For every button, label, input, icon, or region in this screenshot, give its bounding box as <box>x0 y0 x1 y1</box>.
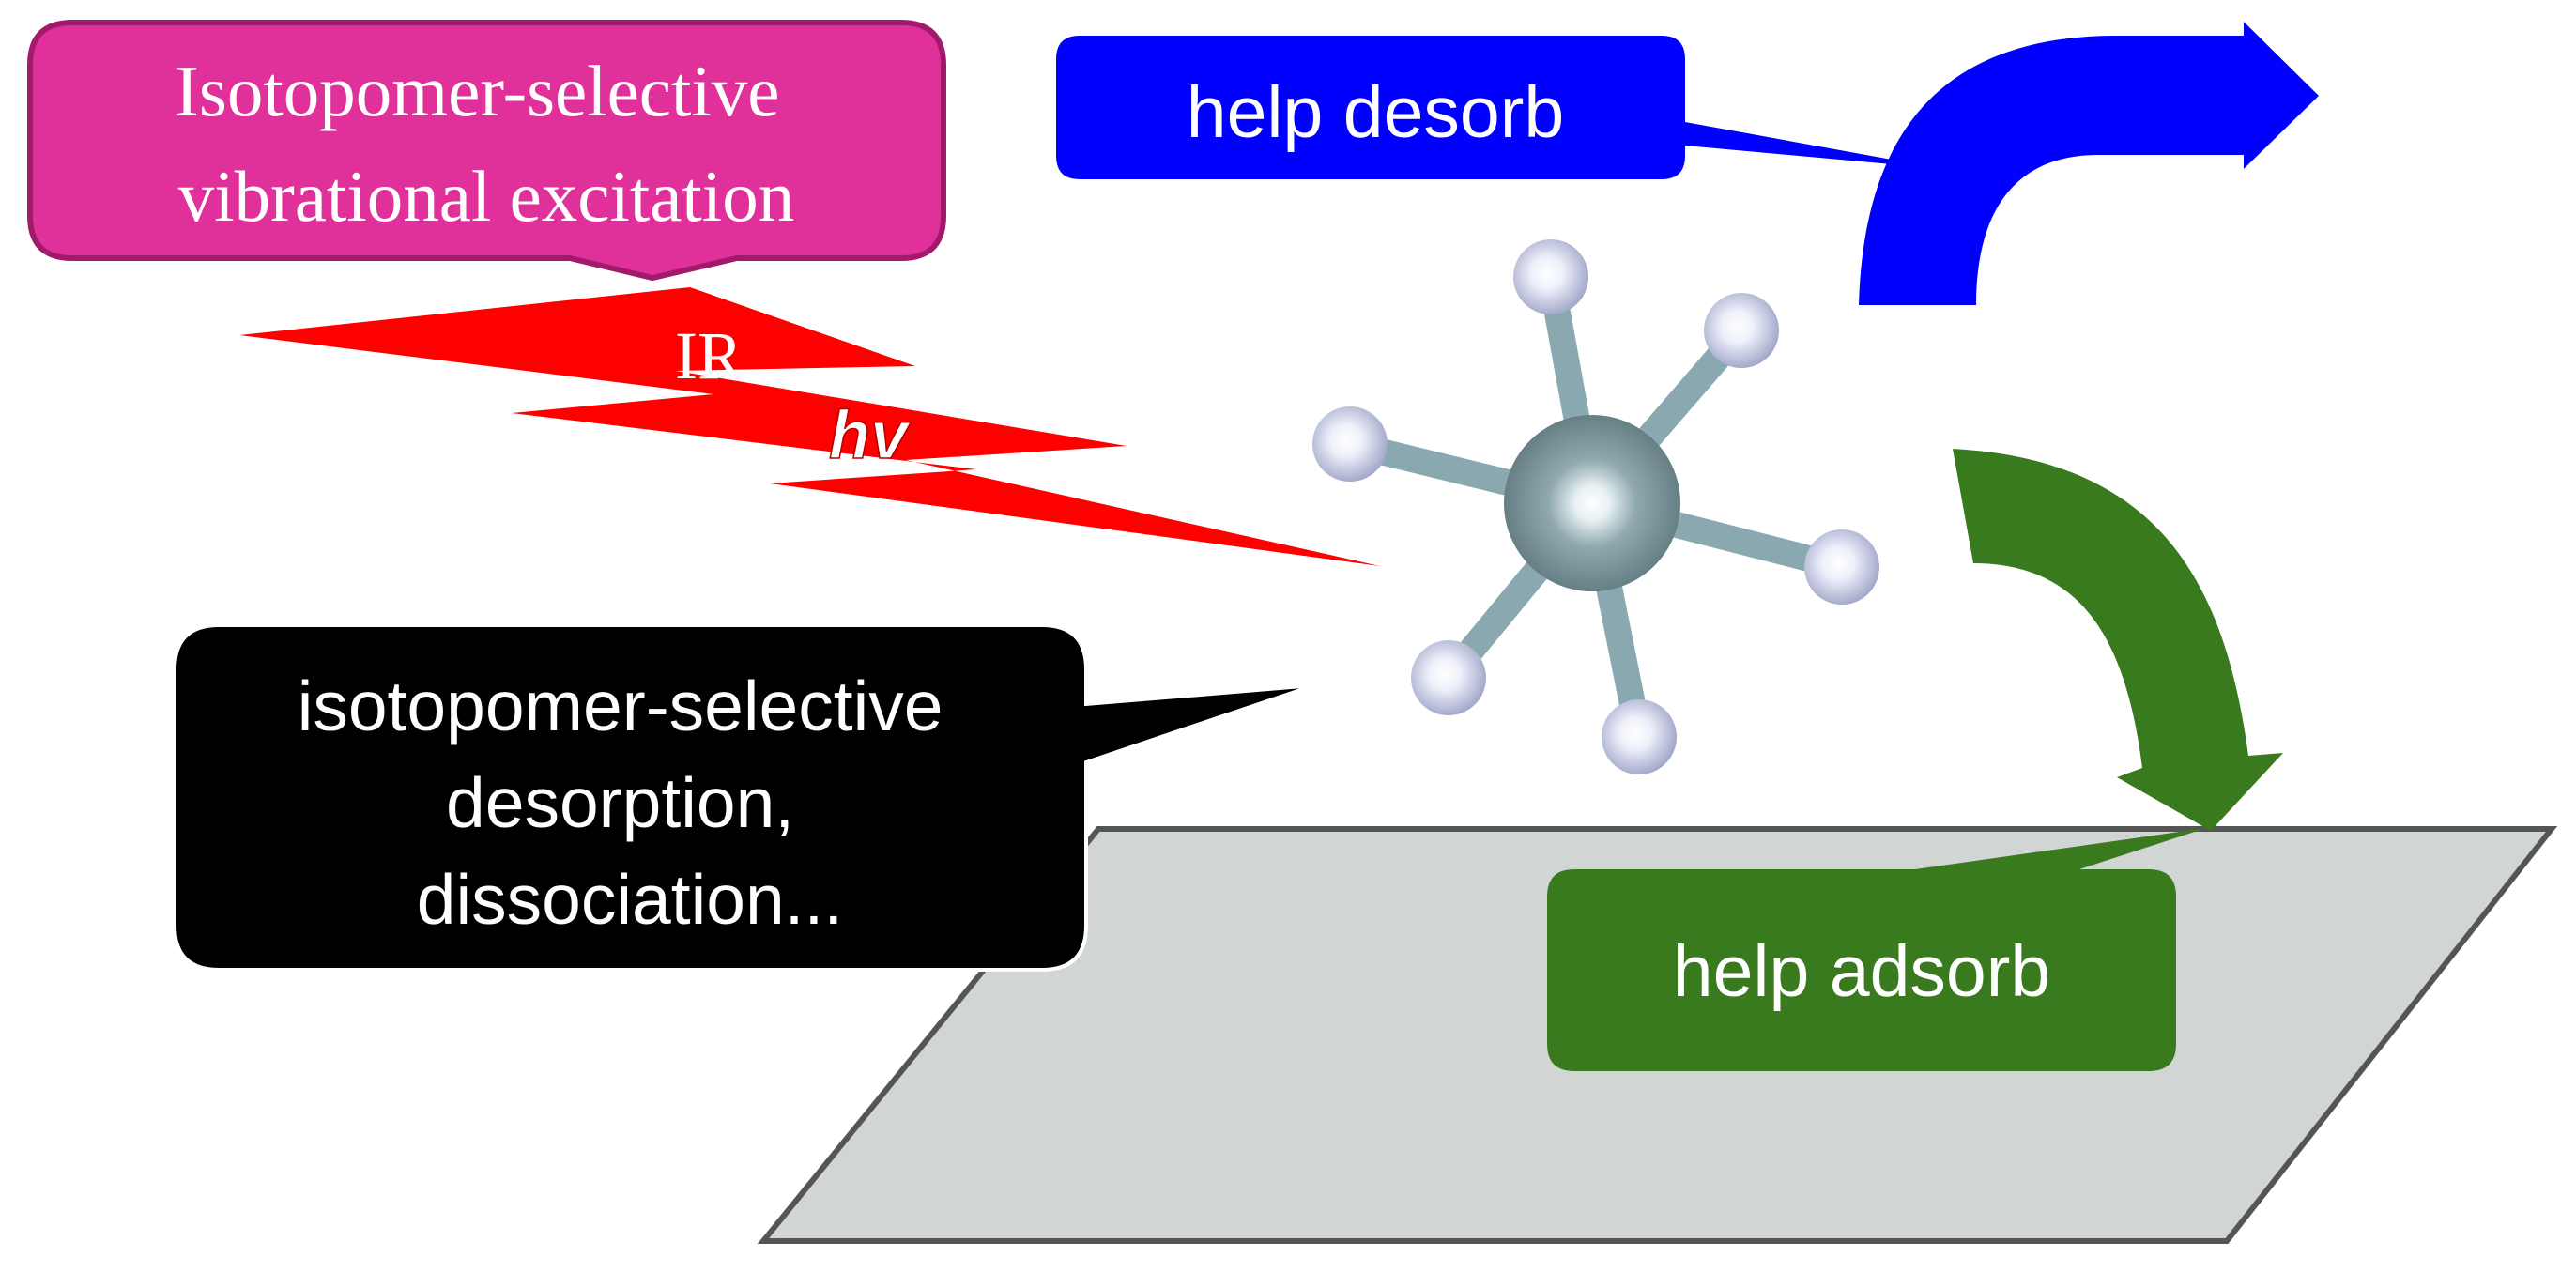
curved-up-arrow-icon <box>1859 22 2319 305</box>
curved-down-arrow-icon <box>1953 449 2283 831</box>
ir-beam: IR hv <box>239 287 1380 566</box>
effect-text-line2: desorption, <box>446 763 794 842</box>
lightning-beam-icon <box>239 287 1380 566</box>
ir-label: IR <box>675 318 743 393</box>
desorb-callout: help desorb <box>1056 36 1943 179</box>
svg-text:Isotopomer-selective vib: Isotopomer-selective vibrational excitat… <box>175 51 797 237</box>
desorb-label: help desorb <box>1187 72 1564 153</box>
adsorb-label: help adsorb <box>1673 931 2050 1012</box>
excitation-text-line1: Isotopomer-selective <box>175 51 779 131</box>
adsorb-callout: help adsorb <box>1547 828 2206 1071</box>
excitation-callout: Isotopomer-selective vibrational excitat… <box>27 20 946 282</box>
effect-text-line3: dissociation... <box>417 860 843 939</box>
ligand-atom-bottom-left <box>1411 640 1486 715</box>
ligand-atom-top <box>1513 239 1588 314</box>
ligand-atom-bottom <box>1602 699 1677 774</box>
effect-callout: isotopomer-selective desorption, dissoci… <box>173 623 1315 972</box>
svg-text:isotopomer-selective des: isotopomer-selective desorption, dissoci… <box>298 667 963 939</box>
excitation-text-line2: vibrational excitation <box>178 156 794 237</box>
ligand-atom-right <box>1804 529 1879 605</box>
hv-symbol: hv <box>829 398 912 473</box>
ligand-atom-top-right <box>1704 293 1779 368</box>
octahedral-molecule-icon <box>1312 239 1879 774</box>
effect-text-line1: isotopomer-selective <box>298 667 943 745</box>
ligand-atom-left <box>1312 406 1388 482</box>
central-atom <box>1504 415 1680 591</box>
